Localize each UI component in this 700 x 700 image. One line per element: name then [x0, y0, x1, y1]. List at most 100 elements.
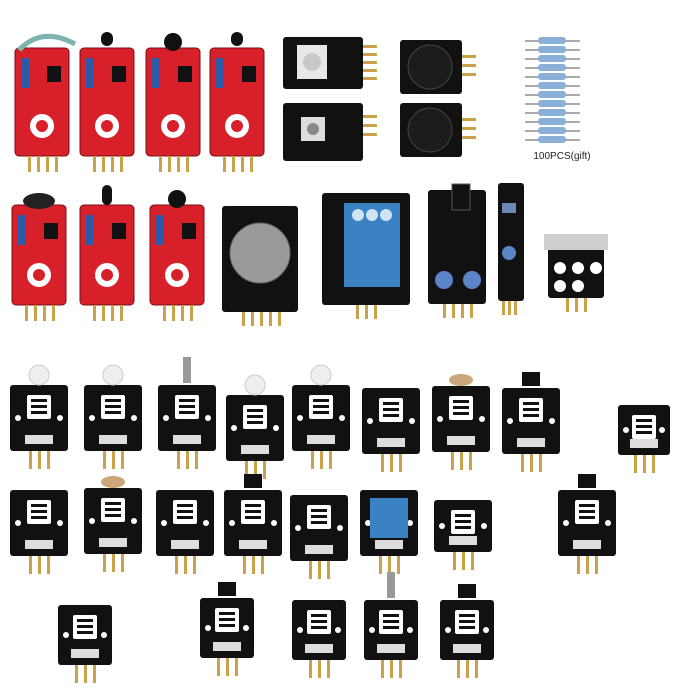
header-pin [184, 556, 187, 574]
pad-trace [455, 514, 471, 517]
header-pin [245, 461, 248, 479]
pad-trace [31, 510, 47, 513]
mount-hole [481, 523, 487, 529]
header-pin [595, 556, 598, 574]
mini-sensor-module [292, 364, 350, 469]
mount-hole [445, 627, 451, 633]
mount-hole [203, 520, 209, 526]
mount-hole [231, 425, 237, 431]
header-pin [320, 451, 323, 469]
header-pin [327, 660, 330, 678]
header-pin [102, 305, 105, 321]
potentiometer [21, 58, 29, 88]
header-pin [103, 451, 106, 469]
resistor-body [538, 118, 566, 125]
header-pin [43, 305, 46, 321]
smd-part [99, 435, 127, 444]
resistor-body [538, 37, 566, 44]
buzzer [407, 44, 453, 90]
mount-hole [89, 518, 95, 524]
pad-trace [311, 521, 327, 524]
header-pin [263, 461, 266, 479]
potentiometer [156, 215, 164, 245]
header-pin [25, 305, 28, 321]
side-pin [363, 115, 377, 118]
pad-trace [459, 614, 475, 617]
probe [183, 357, 191, 383]
pad-trace [105, 411, 121, 414]
header-pin [269, 312, 272, 326]
pad-trace [636, 431, 652, 434]
board-hole [554, 262, 566, 274]
sensor-transistor [101, 32, 113, 46]
header-pin [453, 552, 456, 570]
header-pin [29, 451, 32, 469]
mount-hole [63, 632, 69, 638]
header-pin [163, 305, 166, 321]
potentiometer [216, 58, 224, 88]
pad-trace [245, 510, 261, 513]
header-pin [309, 561, 312, 579]
pad-trace [219, 612, 235, 615]
mount-hole [605, 520, 611, 526]
mount-hole [407, 520, 413, 526]
red-sensor-module [145, 33, 201, 172]
smd-part [375, 540, 403, 549]
header-pin [634, 455, 637, 473]
smd-part [25, 435, 53, 444]
pad-trace [311, 614, 327, 617]
trim-pot [435, 271, 453, 289]
header-pin [390, 660, 393, 678]
pad-trace [179, 405, 195, 408]
mount-hole [161, 520, 167, 526]
header-pin [38, 556, 41, 574]
header-pin [46, 156, 49, 172]
smd-part [377, 644, 405, 653]
mount-hole [549, 418, 555, 424]
tilt-cover [544, 234, 608, 250]
header-pin [443, 304, 446, 318]
sensor-chip [218, 582, 236, 596]
mount-hole [15, 520, 21, 526]
pad-trace [105, 502, 121, 505]
black-pcb [498, 183, 524, 301]
chip [47, 66, 61, 82]
header-pin [235, 658, 238, 676]
pad-trace [455, 520, 471, 523]
mount-hole [15, 415, 21, 421]
mount-hole [369, 627, 375, 633]
header-pin [470, 304, 473, 318]
header-pin [172, 305, 175, 321]
pad-trace [636, 425, 652, 428]
side-pin [462, 64, 476, 67]
resistor-caption: 100PCS(gift) [533, 151, 591, 162]
mini-sensor-module [10, 364, 68, 469]
side-pin [363, 45, 377, 48]
red-sensor-module [79, 32, 135, 172]
pad-trace [311, 509, 327, 512]
header-pin [55, 156, 58, 172]
side-pin [363, 133, 377, 136]
chip [182, 223, 196, 239]
header-pin [175, 556, 178, 574]
microphone [23, 193, 55, 209]
mount-hole [623, 427, 629, 433]
black-module [222, 206, 298, 326]
side-pin [462, 73, 476, 76]
led-dome [102, 364, 124, 386]
header-pin [643, 455, 646, 473]
mini-sensor-module [200, 582, 254, 676]
mount-hole [335, 627, 341, 633]
header-pin [475, 660, 478, 678]
pad-trace [105, 508, 121, 511]
header-pin [575, 298, 578, 312]
header-pin [261, 556, 264, 574]
relay-screw [352, 209, 364, 221]
smd-part [449, 536, 477, 545]
header-pin [243, 556, 246, 574]
pad-trace [31, 516, 47, 519]
resistor-strip [525, 37, 580, 143]
pad-trace [523, 408, 539, 411]
resistor-body [538, 109, 566, 116]
side-pin [462, 127, 476, 130]
